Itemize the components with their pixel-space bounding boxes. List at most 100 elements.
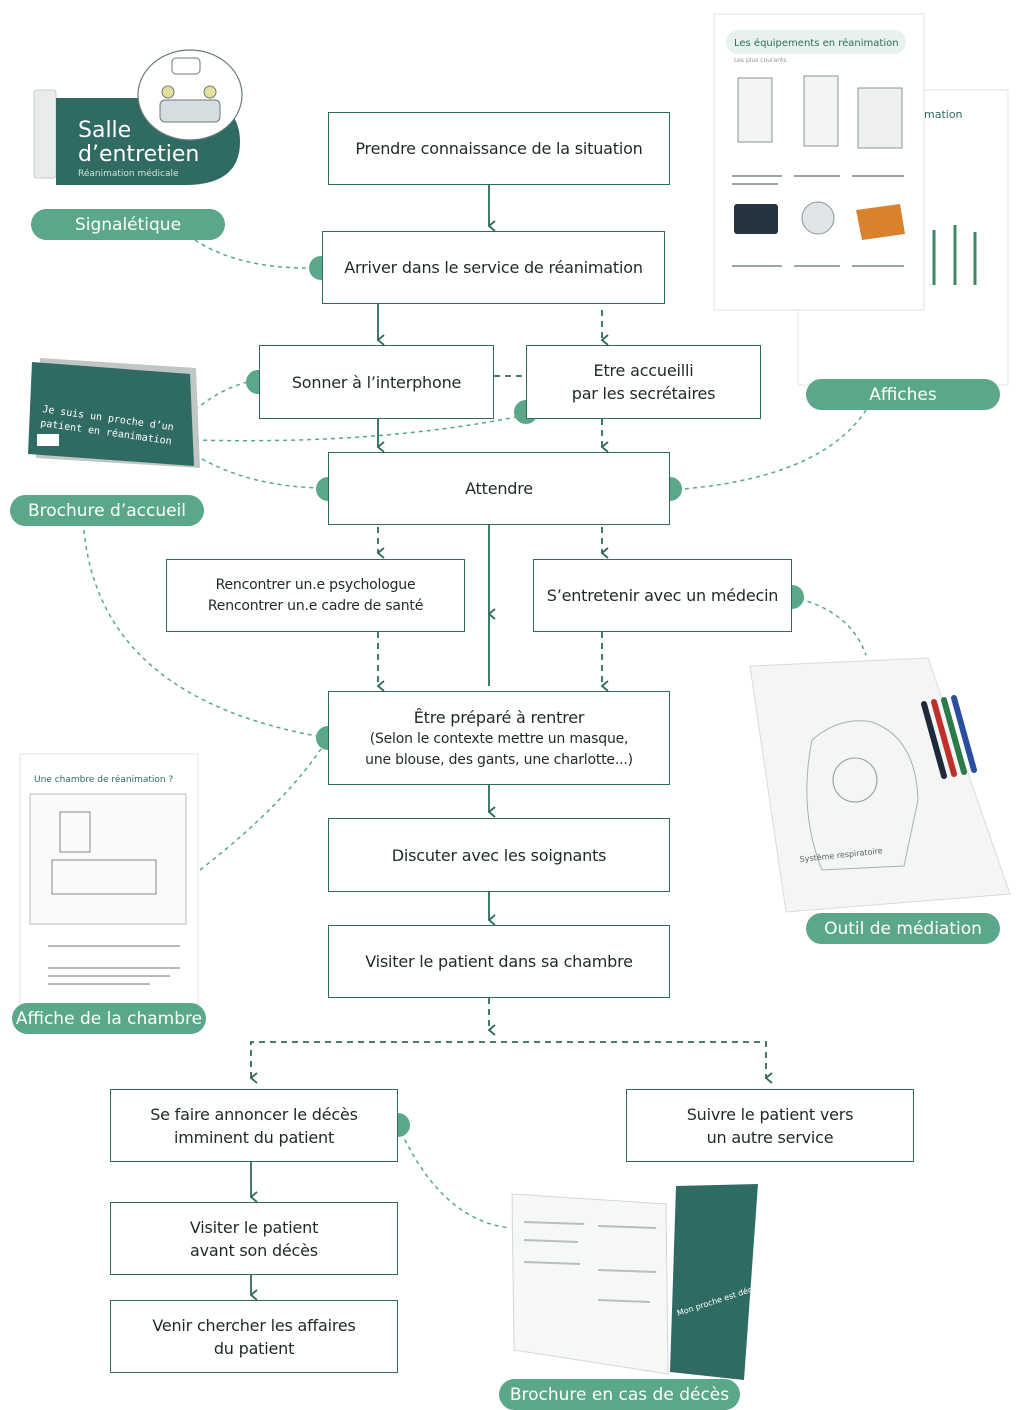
tool-label: Outil de médiation bbox=[824, 918, 982, 939]
signage-illustration: Salle d’entretien Réanimation médicale bbox=[33, 49, 243, 185]
mediation-tool-illustration: Système respiratoire bbox=[749, 657, 1011, 913]
signage-text-1: Salle bbox=[78, 118, 131, 143]
step-label-1: Suivre le patient vers bbox=[686, 1104, 854, 1124]
tool-label: Affiche de la chambre bbox=[15, 1008, 203, 1029]
poster-subtitle: Les plus courants bbox=[734, 57, 786, 64]
step-note-2: une blouse, des gants, une charlotte...) bbox=[365, 751, 633, 768]
room-poster-title: Une chambre de réanimation ? bbox=[34, 774, 173, 785]
monitor-icon bbox=[734, 204, 778, 234]
link-affiche-chambre bbox=[199, 737, 329, 871]
step-label-1: Etre accueilli bbox=[593, 361, 694, 380]
tool-label: Brochure en cas de décès bbox=[509, 1384, 730, 1405]
mattress-icon bbox=[856, 204, 905, 240]
signage-text-3: Réanimation médicale bbox=[78, 168, 179, 179]
lungs-outline bbox=[832, 757, 878, 803]
step-prepare-rentrer: Être préparé à rentrer (Selon le context… bbox=[328, 691, 670, 785]
room-poster-lines bbox=[48, 945, 180, 985]
link-signaletique bbox=[194, 239, 321, 269]
step-entretien-medecin: S’entretenir avec un médecin bbox=[533, 559, 792, 632]
step-note-1: (Selon le contexte mettre un masque, bbox=[369, 730, 629, 747]
step-label: Prendre connaissance de la situation bbox=[355, 139, 643, 158]
staff-figures bbox=[932, 225, 977, 285]
step-label-2: un autre service bbox=[706, 1127, 834, 1147]
markers-icon bbox=[921, 695, 977, 779]
link-brochure-attendre bbox=[194, 454, 329, 489]
link-brochure-deces bbox=[397, 1124, 511, 1229]
tool-affiche-chambre: Affiche de la chambre bbox=[12, 1003, 206, 1034]
tool-label: Signalétique bbox=[74, 214, 182, 235]
step-rencontrer-psychologue: Rencontrer un.e psychologue Rencontrer u… bbox=[166, 559, 465, 632]
poster-title-pill bbox=[726, 30, 906, 54]
step-accueilli-secretaires: Etre accueilli par les secrétaires bbox=[526, 345, 761, 419]
mediation-board bbox=[749, 657, 1011, 913]
step-label-2: par les secrétaires bbox=[571, 384, 716, 403]
room-poster-illustration: Une chambre de réanimation ? bbox=[19, 753, 199, 1005]
step-label-1: Se faire annoncer le décès bbox=[150, 1104, 358, 1124]
step-label-1: Rencontrer un.e psychologue bbox=[215, 576, 416, 593]
step-prendre-connaissance: Prendre connaissance de la situation bbox=[328, 112, 670, 185]
step-visiter-chambre: Visiter le patient dans sa chambre bbox=[328, 925, 670, 998]
deces-text-lines bbox=[523, 1221, 657, 1303]
deces-inner-pages bbox=[511, 1193, 669, 1375]
step-arriver-service: Arriver dans le service de réanimation bbox=[322, 231, 665, 304]
step-annonce-deces: Se faire annoncer le décès imminent du p… bbox=[110, 1089, 398, 1162]
tool-signaletique: Signalétique bbox=[31, 209, 225, 240]
signage-text-2: d’entretien bbox=[78, 142, 199, 167]
step-label: Attendre bbox=[465, 479, 533, 498]
torso-outline bbox=[806, 720, 919, 871]
posters-illustration: mation Les équipements en réanimation Le… bbox=[713, 13, 1009, 386]
step-label-2: du patient bbox=[213, 1338, 295, 1358]
poster-title: Les équipements en réanimation bbox=[734, 37, 899, 49]
step-label-2: avant son décès bbox=[190, 1240, 318, 1260]
step-discuter-soignants: Discuter avec les soignants bbox=[328, 818, 670, 892]
deces-cover bbox=[670, 1184, 758, 1380]
person-icon bbox=[203, 85, 217, 99]
step-suivre-patient: Suivre le patient vers un autre service bbox=[626, 1089, 914, 1162]
room-sketch bbox=[29, 793, 187, 925]
table-icon bbox=[159, 99, 221, 123]
person-icon bbox=[161, 85, 175, 99]
step-label-1: Visiter le patient bbox=[189, 1217, 319, 1237]
pump-icon bbox=[801, 201, 835, 235]
tool-outil-mediation: Outil de médiation bbox=[806, 913, 1000, 944]
step-label: S’entretenir avec un médecin bbox=[546, 586, 779, 605]
speech-icon bbox=[171, 57, 201, 75]
tool-brochure-deces: Brochure en cas de décès bbox=[499, 1379, 740, 1410]
ventilator-icon bbox=[737, 77, 773, 143]
dialysis-icon bbox=[803, 75, 839, 147]
poster-front bbox=[713, 13, 925, 311]
link-affiches bbox=[669, 409, 867, 491]
signage-mount bbox=[33, 89, 57, 179]
step-label: Visiter le patient dans sa chambre bbox=[365, 952, 633, 971]
dashed-flow-arrows bbox=[249, 310, 773, 1084]
step-sonner-interphone: Sonner à l’interphone bbox=[259, 345, 494, 419]
brochure-logo bbox=[37, 434, 59, 446]
syringe-pumps-icon bbox=[857, 87, 903, 149]
step-title: Être préparé à rentrer bbox=[413, 707, 585, 727]
step-label: Discuter avec les soignants bbox=[391, 845, 607, 865]
step-visiter-avant-deces: Visiter le patient avant son décès bbox=[110, 1202, 398, 1275]
step-label-2: imminent du patient bbox=[173, 1127, 335, 1147]
tool-label: Brochure d’accueil bbox=[27, 500, 187, 521]
solid-flow-arrows bbox=[249, 185, 496, 1301]
tool-affiches: Affiches bbox=[806, 379, 1000, 410]
poster-back-title: mation bbox=[924, 108, 963, 121]
tool-brochure-accueil: Brochure d’accueil bbox=[10, 495, 204, 526]
step-affaires-patient: Venir chercher les affaires du patient bbox=[110, 1300, 398, 1373]
step-label-2: Rencontrer un.e cadre de santé bbox=[207, 597, 424, 614]
tool-label: Affiches bbox=[869, 384, 937, 405]
brochure-cover bbox=[28, 362, 194, 466]
step-label: Arriver dans le service de réanimation bbox=[344, 258, 643, 277]
step-label: Sonner à l’interphone bbox=[291, 372, 462, 392]
step-label-1: Venir chercher les affaires bbox=[152, 1315, 356, 1335]
step-attendre: Attendre bbox=[328, 452, 670, 525]
monitor-icon bbox=[59, 811, 91, 853]
branch-line bbox=[249, 1041, 773, 1084]
link-outil bbox=[791, 596, 867, 656]
link-brochure-prepare bbox=[83, 529, 329, 739]
poster-text-lines bbox=[732, 175, 904, 267]
bereavement-brochure-illustration: Mon proche est décédé bbox=[511, 1184, 768, 1380]
bed-icon bbox=[51, 859, 157, 895]
